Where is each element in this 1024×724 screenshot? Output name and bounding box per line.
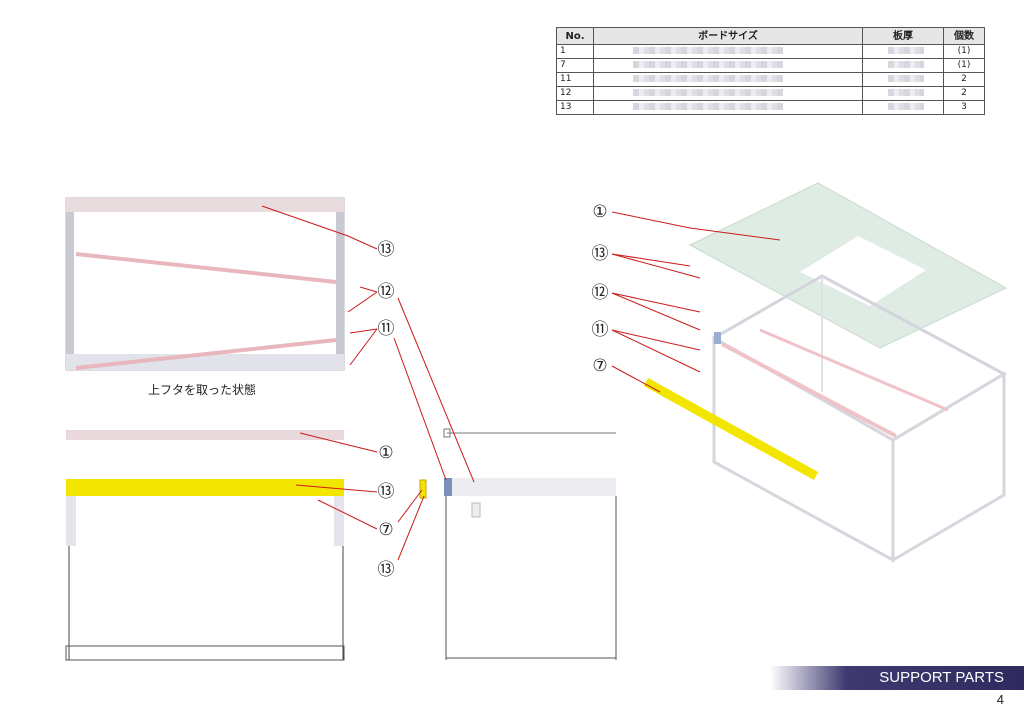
leader-line — [611, 253, 691, 267]
leader-line — [317, 499, 378, 530]
side-yellow-support — [419, 479, 427, 499]
top-view-inner — [74, 212, 336, 354]
leader-line — [393, 337, 447, 481]
front-yellow-support — [66, 479, 344, 496]
leader-line — [611, 329, 701, 351]
leader-line — [397, 489, 423, 523]
iso-support-rail — [759, 328, 949, 412]
callout-12: ⑫ — [592, 283, 609, 303]
leader-line — [611, 292, 701, 313]
leader-line — [347, 291, 378, 313]
callout-13: ⑬ — [378, 560, 395, 580]
leader-line — [359, 286, 378, 293]
callout-1: ① — [378, 443, 393, 463]
callout-1: ① — [592, 202, 607, 222]
row-qty: 3 — [943, 100, 985, 115]
leader-line — [611, 365, 661, 393]
callout-13: ⑬ — [378, 482, 395, 502]
top-view-support-stripe — [75, 338, 337, 370]
row-thickness-redacted — [862, 100, 944, 115]
top-view-right-panel — [336, 198, 344, 370]
page-number: 4 — [996, 692, 1004, 707]
iso-box-side — [891, 371, 1006, 563]
table-row: 13 3 — [556, 100, 985, 115]
side-clip — [471, 502, 481, 518]
table-row: 1 (1) — [556, 44, 985, 59]
leader-line — [611, 253, 701, 279]
parts-table: No. ボードサイズ 板厚 個数 1 (1) 7 (1) 11 2 12 — [556, 27, 985, 115]
callout-12: ⑫ — [378, 282, 395, 302]
table-row: 11 2 — [556, 72, 985, 87]
top-view-front-rail — [66, 354, 344, 370]
view-caption: 上フタを取った状態 — [148, 383, 257, 397]
side-section — [419, 428, 617, 660]
iso-view — [643, 182, 1008, 563]
iso-box-front — [712, 335, 895, 563]
top-view-left-panel — [66, 198, 74, 370]
leader-lines — [261, 205, 781, 561]
callout-7: ⑦ — [592, 356, 607, 376]
header-board-size: ボードサイズ — [593, 27, 863, 45]
leader-line — [611, 211, 781, 241]
front-left-post — [66, 496, 76, 546]
leader-line — [611, 329, 701, 373]
leader-line — [299, 432, 378, 453]
side-lid-hinge — [443, 428, 451, 438]
leader-line — [349, 328, 378, 334]
iso-yellow-support — [643, 378, 819, 480]
callout-13: ⑬ — [592, 244, 609, 264]
leader-line — [397, 297, 475, 483]
front-base — [65, 645, 345, 661]
side-rail-end — [444, 478, 452, 496]
leader-line — [349, 328, 378, 366]
callout-11: ⑪ — [378, 319, 395, 339]
callout-11: ⑪ — [592, 320, 609, 340]
iso-corner-marker — [714, 332, 721, 344]
row-qty: (1) — [943, 58, 985, 73]
front-right-post — [334, 496, 344, 546]
iso-support-rail — [721, 342, 897, 438]
section-banner: SUPPORT PARTS — [770, 666, 1024, 690]
front-top-board — [66, 430, 344, 440]
banner-title: SUPPORT PARTS — [879, 669, 1004, 686]
side-top-rail — [444, 478, 616, 496]
leader-line — [295, 484, 378, 493]
iso-top-opening — [800, 236, 926, 306]
top-view-support-stripe — [75, 252, 337, 284]
callout-13: ⑬ — [378, 240, 395, 260]
front-section — [65, 430, 345, 661]
leader-line — [611, 292, 701, 331]
top-view-back-rail — [66, 198, 344, 212]
top-view — [65, 197, 345, 371]
callouts: ⑬ ⑫ ⑪ ① ⑬ ⑦ ⑬ ① ⑬ ⑫ ⑪ ⑦ — [378, 202, 609, 580]
header-no: No. — [556, 27, 594, 45]
callout-7: ⑦ — [378, 520, 393, 540]
leader-line — [261, 205, 378, 250]
leader-line — [397, 495, 425, 561]
